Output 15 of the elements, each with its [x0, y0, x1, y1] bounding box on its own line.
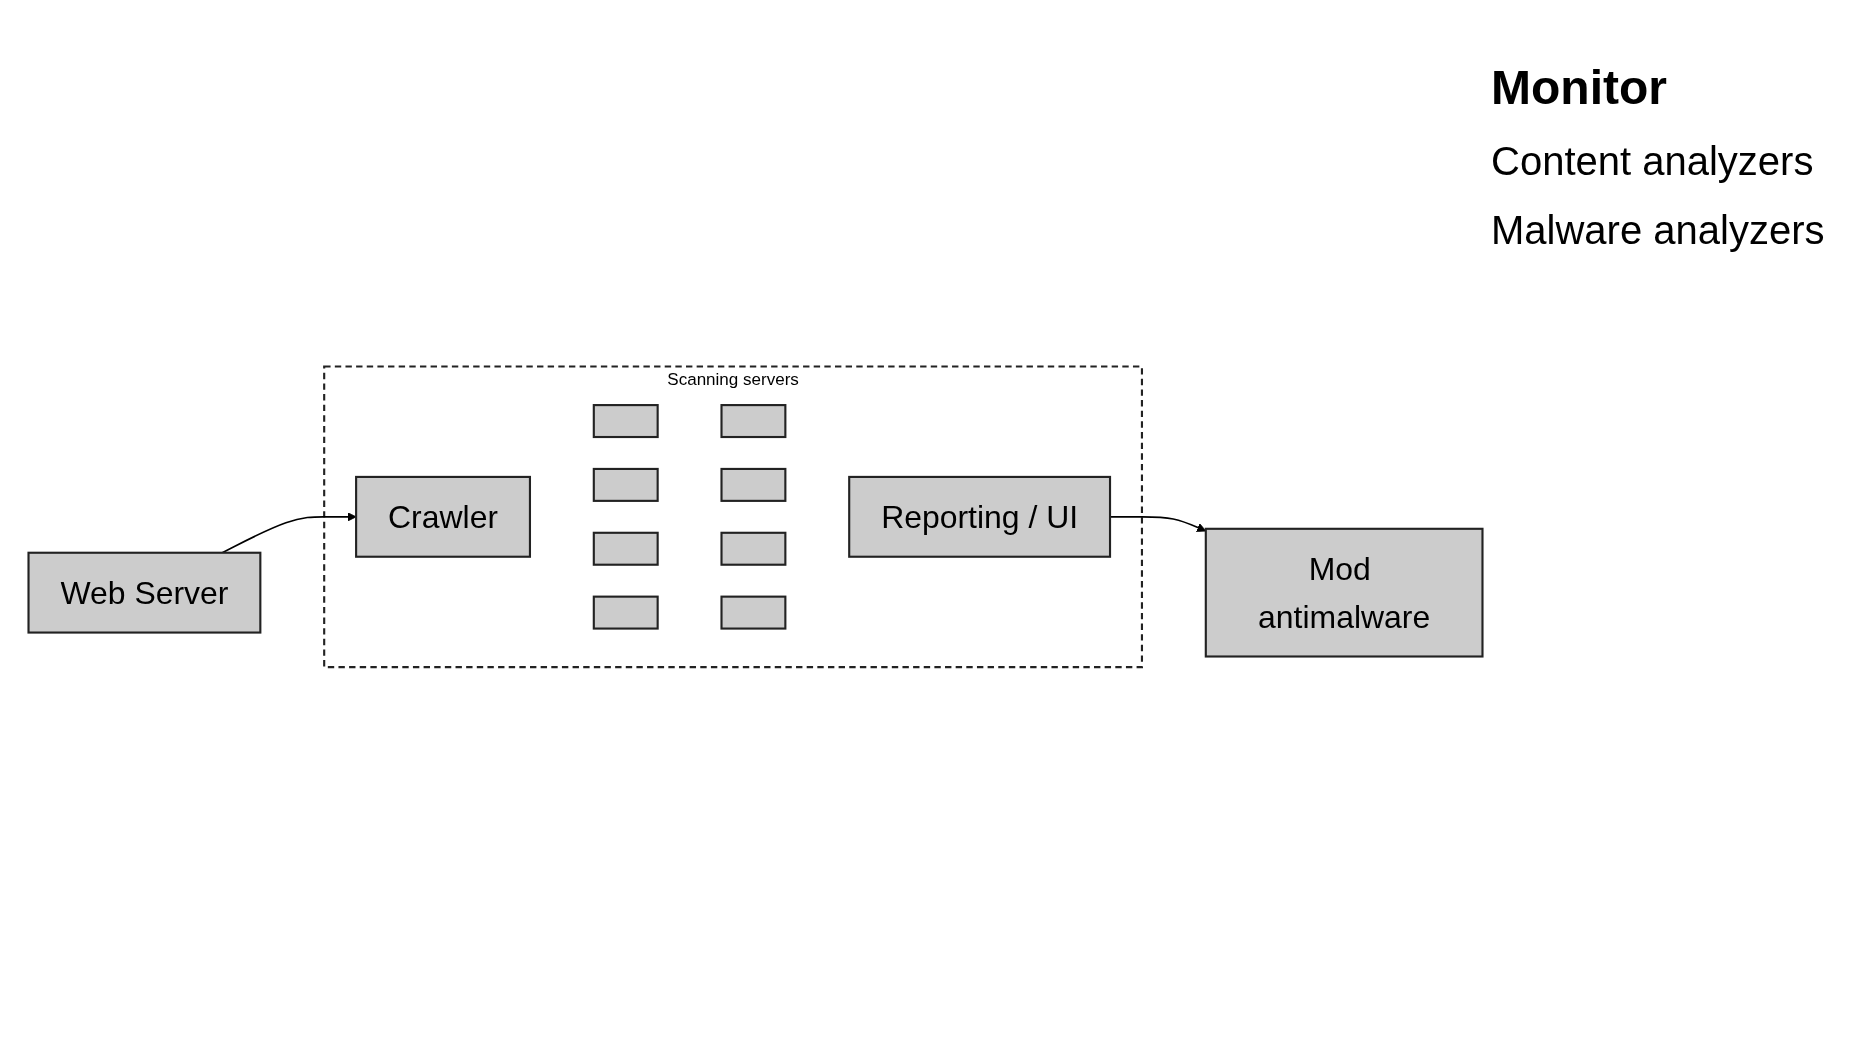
- node-box: Crawler: [355, 475, 531, 558]
- node-box: [720, 595, 787, 630]
- node-box: [592, 531, 659, 566]
- node-box: [720, 403, 787, 438]
- node-box: Web Server: [27, 551, 262, 634]
- section-heading: Monitor: [1491, 60, 1668, 115]
- row-label: Malware analyzers: [1491, 208, 1826, 253]
- node-box: [720, 467, 787, 502]
- node-box: [592, 595, 659, 630]
- node-box: Mod antimalware: [1204, 527, 1484, 658]
- node-box: [592, 403, 659, 438]
- node-box: [720, 531, 787, 566]
- row-label: Content analyzers: [1491, 139, 1815, 184]
- node-box: [592, 467, 659, 502]
- node-box: Reporting / UI: [848, 475, 1112, 558]
